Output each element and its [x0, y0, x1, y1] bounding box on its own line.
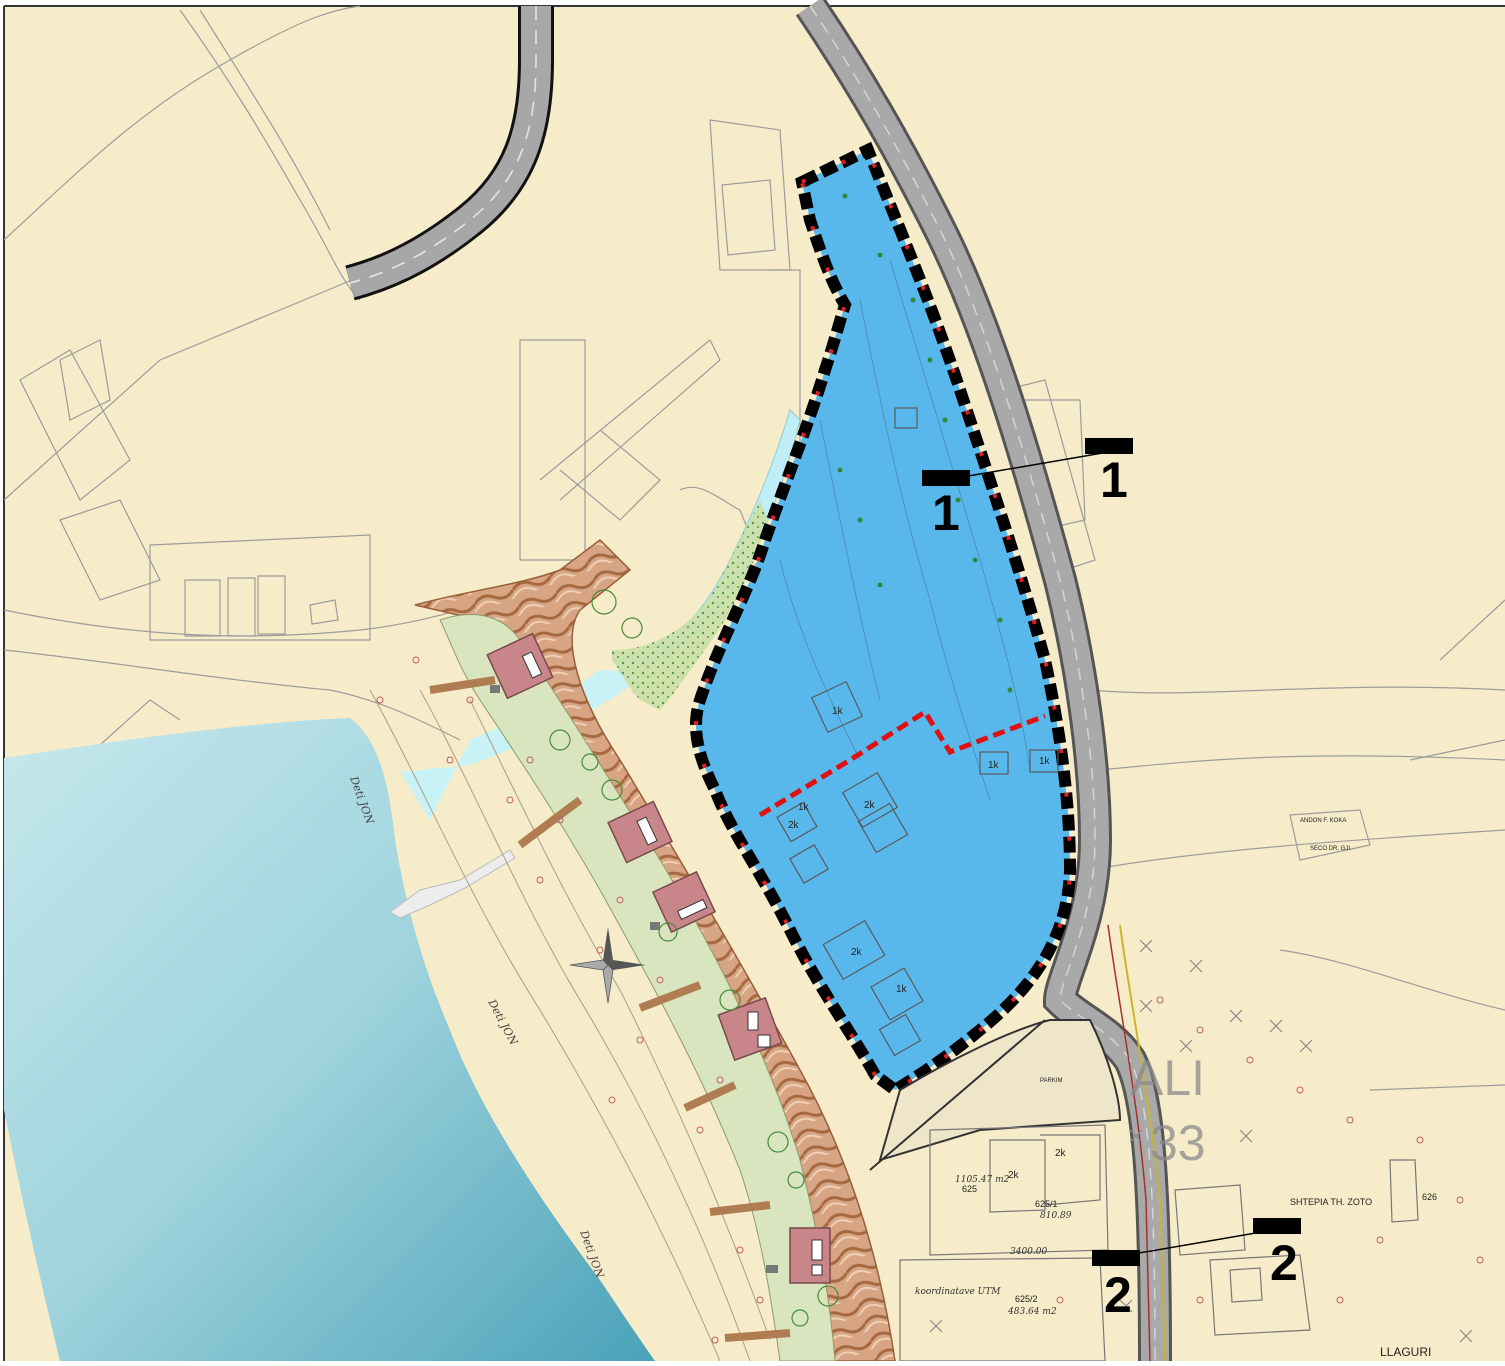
- parcel-626-label: 626: [1422, 1192, 1437, 1202]
- section-2-left-label: 2: [1104, 1267, 1132, 1323]
- compass-rose-icon: [569, 927, 646, 1004]
- parking-access: [869, 1019, 1046, 1171]
- parking-label: PARKIM: [1040, 1078, 1063, 1084]
- sea-area: [4, 718, 655, 1361]
- building-label-2k-c: 2k: [851, 947, 863, 958]
- cross-markers: [929, 939, 1473, 1343]
- house-unit-4: [638, 981, 783, 1112]
- owner-koka-label: ANDON F. KOKA: [1300, 818, 1346, 824]
- section-2-right-label: 2: [1270, 1235, 1298, 1291]
- building-label-2k-right-b: 2k: [1055, 1148, 1067, 1159]
- section-marker-2: 2 2: [1092, 1218, 1301, 1323]
- house-units: [429, 589, 839, 1342]
- koordinatave-label: koordinatave UTM: [915, 1287, 1001, 1297]
- house-unit-2: [517, 796, 673, 864]
- section-marker-1: 1 1: [922, 438, 1133, 541]
- zone-number: 33: [1150, 1115, 1206, 1171]
- area-label-4: 3400.00: [1010, 1247, 1047, 1257]
- parcel-625-1-label: 625/1: [1035, 1199, 1058, 1209]
- building-label-1k-b: 1k: [988, 760, 1000, 771]
- section-1-left-label: 1: [932, 485, 960, 541]
- parcel-625-label: 625: [962, 1184, 977, 1194]
- building-label-2k-b: 2k: [788, 820, 800, 831]
- subdivision-line: [758, 708, 1046, 818]
- building-label-1k-e: 1k: [896, 984, 908, 995]
- parcel-625-2-label: 625/2: [1015, 1294, 1038, 1304]
- building-label-1k-c: 1k: [1039, 756, 1051, 767]
- section-1-right-label: 1: [1100, 452, 1128, 508]
- area-label-1: 1105.47 m2: [955, 1175, 1010, 1185]
- llaguri-label: LLAGURI: [1380, 1345, 1431, 1359]
- area-label-2: 483.64 m2: [1007, 1307, 1057, 1317]
- house-unit-3: [650, 870, 717, 934]
- building-label-1k-d: 1k: [798, 802, 810, 813]
- development-plot: [689, 141, 1077, 1098]
- owner-seco-label: SECO DR. GJI: [1310, 846, 1350, 852]
- parking-area: [878, 1019, 1122, 1162]
- main-road: [795, 0, 1172, 1362]
- owner-zoto-label: SHTEPIA TH. ZOTO: [1290, 1197, 1372, 1207]
- beach-contours: [369, 689, 771, 1362]
- building-label-1k-a: 1k: [832, 706, 844, 717]
- zone-label: ALI: [1130, 1050, 1205, 1106]
- house-unit-5: [709, 1201, 831, 1342]
- area-label-3: 810.89: [1040, 1211, 1072, 1221]
- building-label-2k-a: 2k: [864, 800, 876, 811]
- upper-road: [345, 6, 554, 301]
- stream-vegetation: [612, 500, 768, 710]
- survey-points: [376, 656, 1484, 1344]
- house-unit-1: [429, 632, 554, 700]
- cadastral-lines: [3, 5, 1505, 1091]
- building-label-2k-right-a: 2k: [1008, 1170, 1020, 1181]
- pier: [389, 849, 516, 919]
